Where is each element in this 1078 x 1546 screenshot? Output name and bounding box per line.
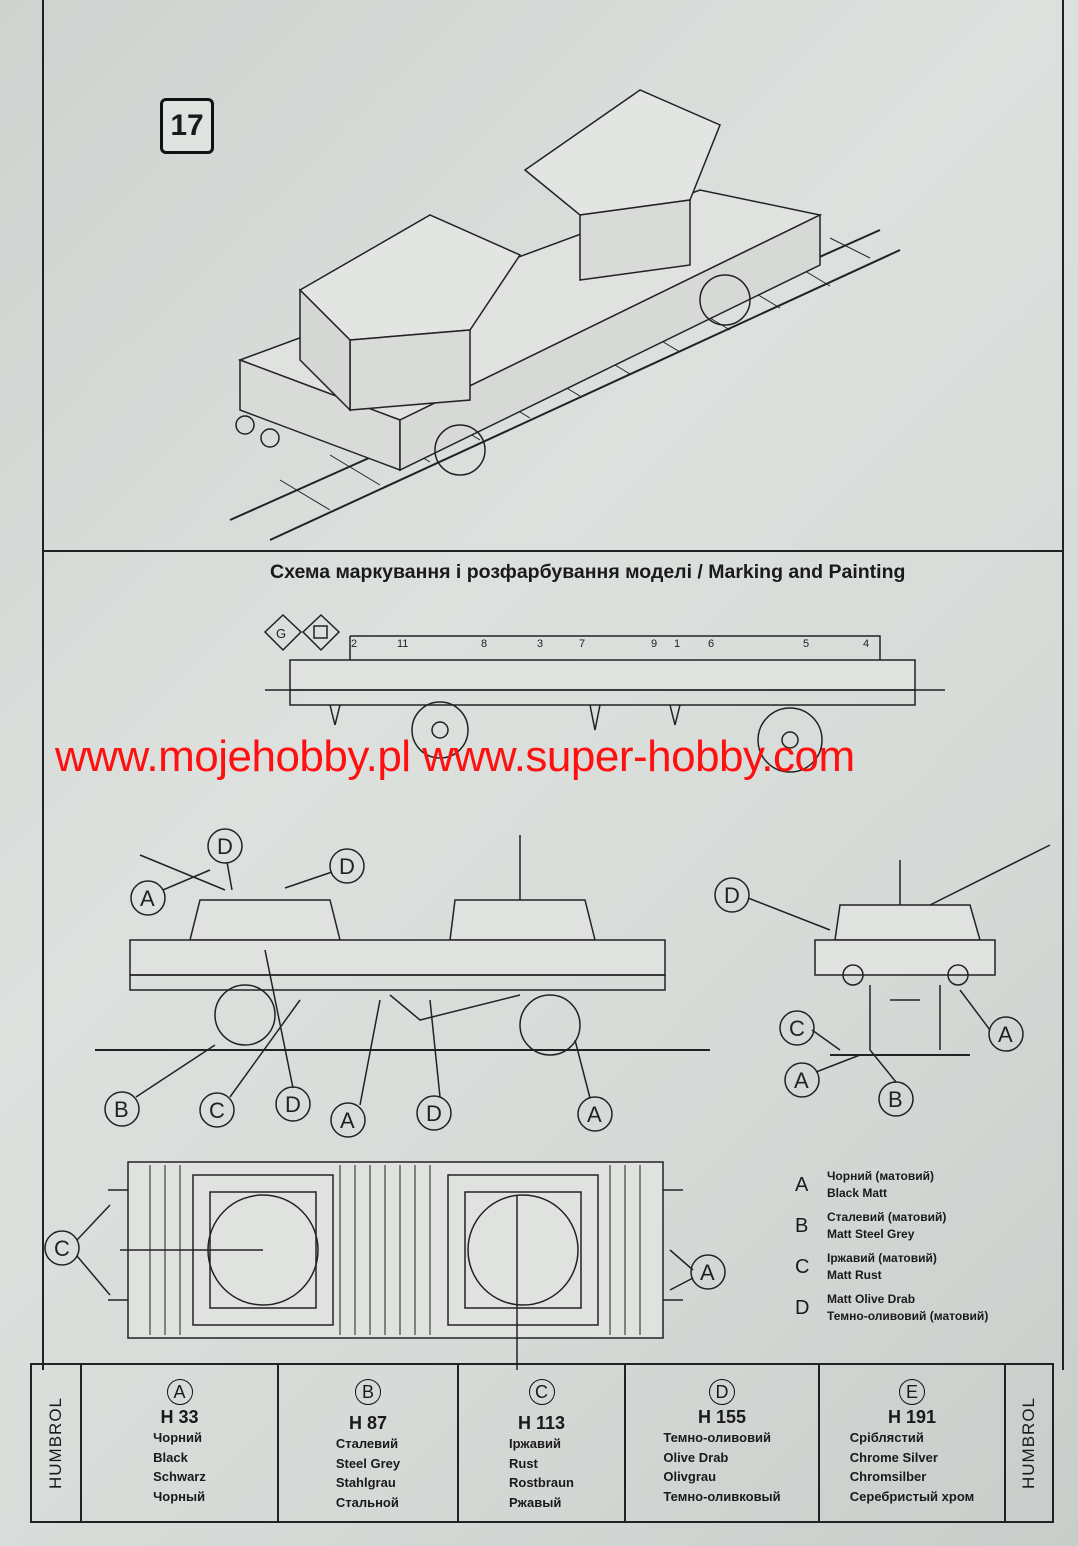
paint-name: Сріблястий bbox=[849, 1430, 924, 1445]
end-view-painting bbox=[814, 844, 1051, 1056]
legend-letter: A bbox=[795, 1173, 809, 1196]
paint-name: Schwarz bbox=[153, 1469, 206, 1484]
legend-ua: Темно-оливовий (матовий) bbox=[827, 1309, 989, 1323]
paint-name: Стальной bbox=[335, 1494, 399, 1510]
legend-ua: Іржавий (матовий) bbox=[827, 1251, 937, 1265]
marking-number: 6 bbox=[708, 638, 714, 650]
legend-item: C Іржавий (матовий) Matt Rust bbox=[795, 1250, 1045, 1284]
callout-label: C bbox=[789, 1016, 805, 1041]
paint-name: Ржавый bbox=[509, 1494, 562, 1510]
paint-name: Серебристый хром bbox=[849, 1488, 975, 1504]
paint-name: Іржавий bbox=[509, 1436, 561, 1451]
paint-name: Темно-оливовий bbox=[663, 1430, 772, 1445]
paint-name: Чорний bbox=[153, 1430, 202, 1445]
marking-number: 1 bbox=[674, 638, 680, 650]
paint-code: H 155 bbox=[697, 1407, 747, 1427]
callout-label: D bbox=[724, 883, 740, 908]
paint-name: Темно-оливковый bbox=[663, 1488, 781, 1504]
paint-name: Чорный bbox=[153, 1488, 206, 1504]
paint-letter: D bbox=[709, 1379, 735, 1405]
callout-label: D bbox=[339, 854, 355, 879]
marking-number: 9 bbox=[651, 638, 657, 650]
legend-item: A Чорний (матовий) Black Matt bbox=[795, 1168, 1045, 1202]
paint-letter: A bbox=[166, 1379, 193, 1405]
callout-label: A bbox=[794, 1068, 809, 1093]
marking-number: 2 bbox=[351, 638, 357, 650]
callout-label: A bbox=[340, 1108, 355, 1133]
frame-border-right bbox=[1062, 0, 1064, 1370]
legend-ua: Сталевий (матовий) bbox=[827, 1210, 947, 1224]
legend-ua: Чорний (матовий) bbox=[827, 1169, 934, 1183]
section-title: Схема маркування і розфарбування моделі … bbox=[270, 561, 906, 583]
frame-border-left bbox=[42, 0, 44, 1370]
callout-label: A bbox=[587, 1102, 602, 1127]
legend-en: Black Matt bbox=[827, 1186, 888, 1200]
isometric-wagon-drawing bbox=[229, 89, 901, 541]
paint-name: Stahlgrau bbox=[335, 1475, 396, 1490]
legend-item: B Сталевий (матовий) Matt Steel Grey bbox=[795, 1209, 1045, 1243]
callout-label: D bbox=[426, 1101, 442, 1126]
marking-insignia: G bbox=[263, 613, 341, 652]
paint-letter: B bbox=[355, 1379, 381, 1405]
side-view-markings: 2 11 8 3 7 9 1 6 5 4 bbox=[265, 635, 945, 773]
legend-letter: D bbox=[795, 1296, 810, 1319]
brand-label-left: HUMBROL bbox=[32, 1365, 82, 1521]
callout-label: A bbox=[700, 1260, 715, 1285]
paint-name: Сталевий bbox=[335, 1436, 399, 1451]
top-view-callouts: C A bbox=[44, 1204, 726, 1296]
paint-name: Olive Drab bbox=[663, 1449, 729, 1465]
paint-code: H 113 bbox=[517, 1413, 566, 1433]
paint-name: Steel Grey bbox=[335, 1455, 401, 1471]
section-divider bbox=[42, 550, 1064, 552]
callout-label: C bbox=[209, 1098, 225, 1123]
marking-number: 7 bbox=[579, 638, 585, 650]
brand-name: HUMBROL bbox=[1019, 1396, 1038, 1490]
paint-code: H 87 bbox=[348, 1413, 388, 1433]
callout-label: D bbox=[285, 1092, 301, 1117]
marking-number: 11 bbox=[397, 638, 408, 650]
end-view-callouts: D C A A B bbox=[714, 877, 1024, 1117]
step-number: 17 bbox=[160, 98, 214, 154]
callout-label: B bbox=[114, 1097, 129, 1122]
legend-letter: B bbox=[795, 1214, 809, 1237]
top-view-painting bbox=[108, 1161, 683, 1370]
paint-name: Black bbox=[153, 1449, 188, 1465]
side-view-painting bbox=[95, 835, 710, 1056]
paint-name: Rostbraun bbox=[509, 1475, 574, 1490]
marking-number: 8 bbox=[481, 638, 487, 650]
legend-en: Matt Rust bbox=[827, 1268, 882, 1282]
legend-en: Matt Steel Grey bbox=[827, 1227, 915, 1241]
brand-label-right: HUMBROL bbox=[1006, 1365, 1052, 1521]
color-legend: A Чорний (матовий) Black Matt B Сталевий … bbox=[795, 1168, 1045, 1332]
paint-letter: E bbox=[899, 1379, 925, 1405]
marking-number: 5 bbox=[803, 638, 809, 650]
paint-code: H 191 bbox=[887, 1407, 937, 1427]
paint-name: Chrome Silver bbox=[849, 1449, 938, 1465]
callout-label: D bbox=[217, 834, 233, 859]
side-view-callouts: A D D B C D A D A bbox=[104, 828, 613, 1138]
legend-letter: C bbox=[795, 1255, 810, 1278]
paint-code: H 33 bbox=[160, 1407, 199, 1427]
callout-label: A bbox=[998, 1022, 1013, 1047]
paint-letter: C bbox=[528, 1379, 555, 1405]
legend-en: Matt Olive Drab bbox=[827, 1292, 916, 1306]
svg-text:G: G bbox=[276, 626, 286, 641]
marking-number: 3 bbox=[537, 638, 543, 650]
marking-number: 4 bbox=[863, 638, 869, 650]
brand-name: HUMBROL bbox=[46, 1396, 65, 1490]
callout-label: A bbox=[140, 886, 155, 911]
watermark-text: www.mojehobby.pl www.super-hobby.com bbox=[55, 732, 855, 781]
paint-name: Rust bbox=[509, 1455, 538, 1471]
paint-name: Olivgrau bbox=[663, 1469, 717, 1484]
callout-label: C bbox=[54, 1236, 70, 1261]
paint-name: Chromsilber bbox=[849, 1469, 927, 1484]
callout-label: B bbox=[888, 1087, 903, 1112]
